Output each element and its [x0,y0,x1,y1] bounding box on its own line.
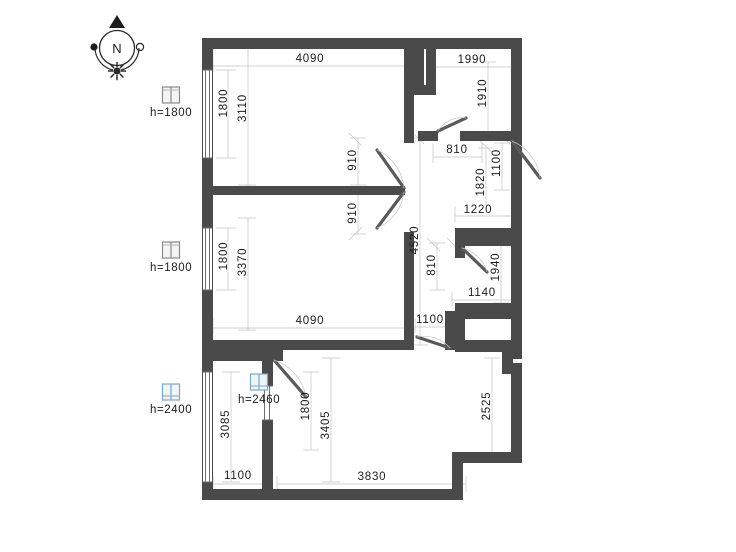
compass-north-icon: N [90,15,145,81]
legend-item-label: h=2460 [238,394,281,406]
window-icon [162,241,181,259]
legend-item-label: h=1800 [150,107,193,119]
legend-item-h2460: h=2460 [238,372,280,406]
window-glazing [203,69,273,483]
legend-item-h2400: h=2400 [150,382,192,416]
legend-item-h1800: h=1800 [150,85,192,119]
dimension-label: 1100 [416,314,444,326]
dimension-label: 3085 [220,410,232,439]
dimension-label: 3405 [320,411,332,440]
dimension-label: 1800 [218,242,230,271]
compass-label: N [112,41,121,56]
dimension-label: 4090 [296,315,325,327]
door-entrance [510,139,542,180]
dimension-label: 1910 [477,79,489,108]
dimension-label: 3830 [358,471,387,483]
balcony-door-icon [250,373,269,391]
dimension-label: 1820 [475,168,487,197]
dimension-label: 810 [426,254,438,276]
legend-item-label: h=1800 [150,262,193,274]
dimension-label: 1100 [491,149,503,177]
dimension-label: 4520 [409,226,421,255]
door-corridor-lower [375,190,406,230]
legend-item-label: h=2400 [150,404,193,416]
door-corridor-upper [375,148,406,190]
door-bathroom [436,116,468,133]
dimension-label: 1800 [300,392,312,421]
dimension-label: 3370 [237,248,249,277]
dimension-label: 810 [446,144,468,156]
dimension-label: 910 [347,202,359,224]
balcony-door-icon [162,383,181,401]
dimension-lines [212,44,518,492]
walls [202,38,522,500]
dimension-label: 3110 [237,94,249,122]
window-icon [162,86,181,104]
dimension-label: 2525 [481,392,493,421]
dimension-label: 1990 [458,54,487,66]
dimension-label: 1100 [224,470,252,482]
dimension-label: 1140 [468,287,496,299]
door-balcony [272,358,308,399]
dimension-label: 4090 [296,53,325,65]
door-kitchen [415,335,452,350]
legend-item-h1800: h=1800 [150,240,192,274]
doors [272,116,542,399]
dimension-label: 910 [347,149,359,171]
dimension-label: 1940 [490,253,502,282]
door-wc [460,246,489,274]
dimension-label: 1220 [464,204,493,216]
dimension-text-layer: 4090 1800 3110 1990 1910 810 1100 1820 910 910 452… [218,53,503,483]
dimension-label: 1800 [218,89,230,118]
